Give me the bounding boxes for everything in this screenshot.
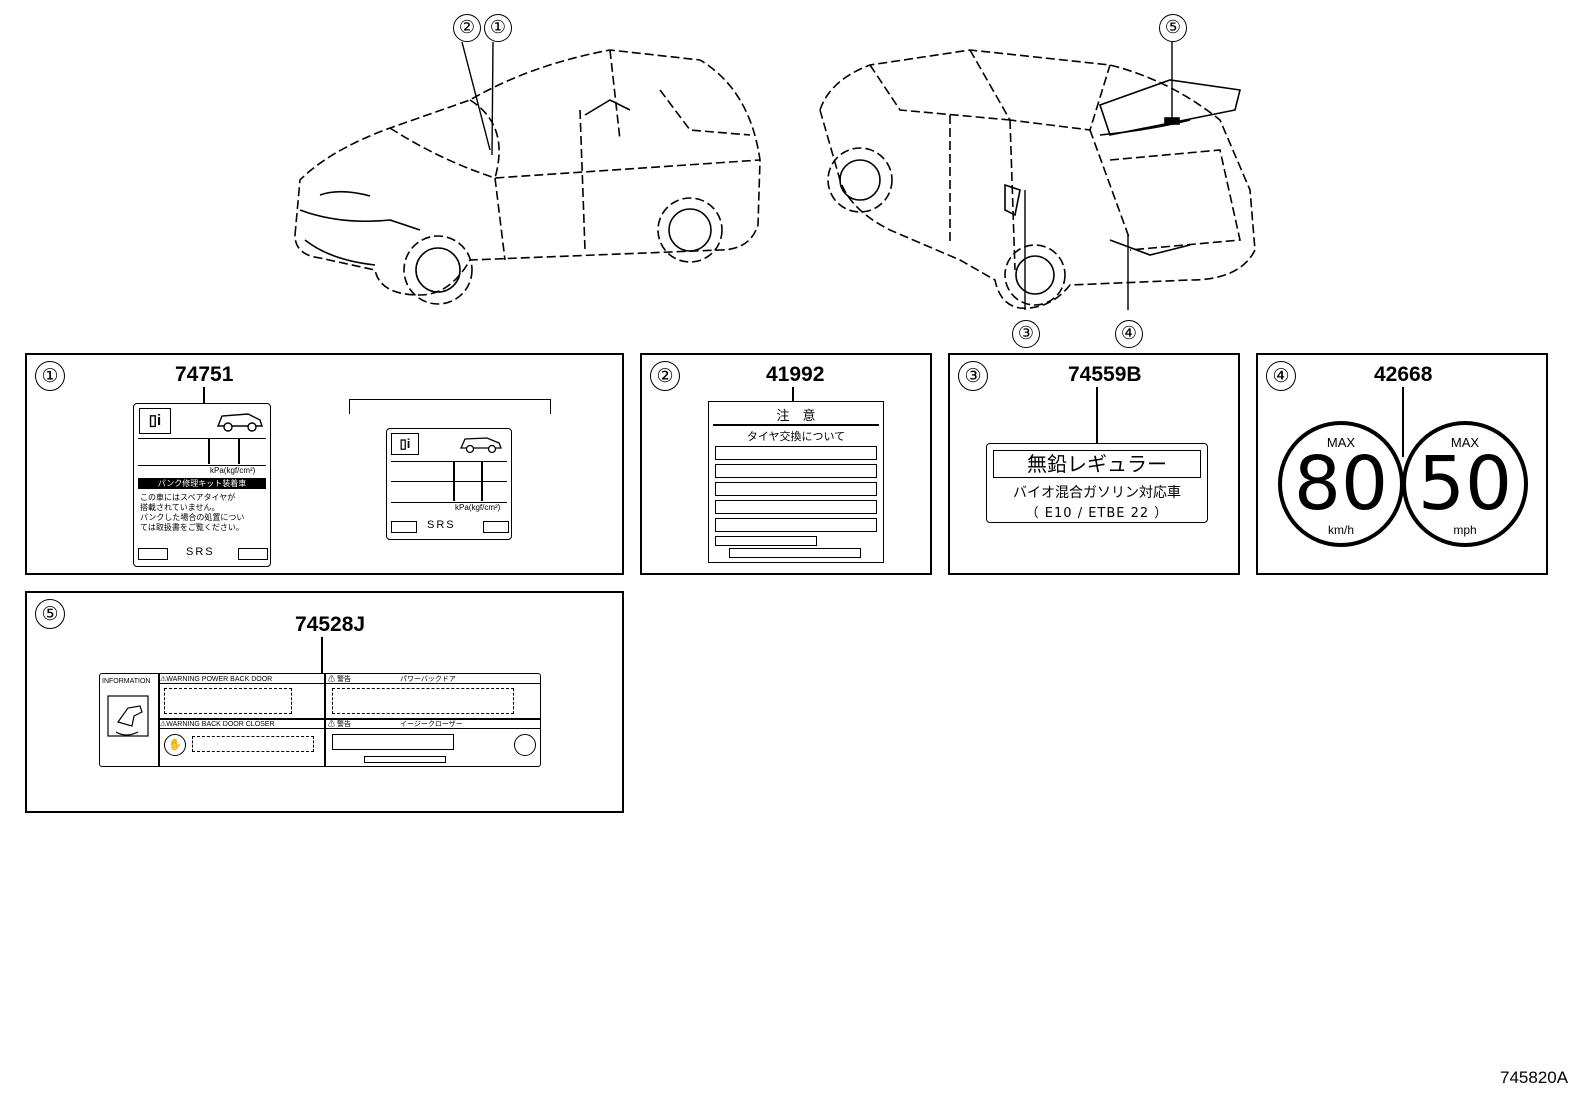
notice-line-2: 搭載されていません。 bbox=[140, 503, 220, 512]
max-text: MAX bbox=[1326, 435, 1356, 450]
vehicle-icon bbox=[459, 437, 502, 454]
unit-mph: mph bbox=[1453, 523, 1477, 537]
speed-value-80: 80 bbox=[1293, 441, 1389, 527]
heading-banner: パンク修理キット装着車 bbox=[138, 478, 266, 489]
panel-1: ① 74751 ▯i kPa(kgf/cm²) パンク修理キット装着車 この車に… bbox=[25, 353, 624, 575]
unit-kmh: km/h bbox=[1327, 523, 1354, 537]
vehicle-icon bbox=[216, 413, 263, 432]
panel-index-5: ⑤ bbox=[35, 599, 65, 629]
warning-jp-2: ⚠ 警告 bbox=[328, 721, 351, 728]
part-number-74751: 74751 bbox=[175, 363, 234, 386]
srs-text: SRS bbox=[427, 519, 456, 531]
callout-3-top[interactable]: ③ bbox=[1012, 320, 1040, 348]
vehicle-rear-view bbox=[819, 42, 1256, 310]
no-hand-icon: ✋ bbox=[164, 734, 186, 756]
manual-book-icon: ▯i bbox=[391, 433, 419, 455]
part-number-74528j: 74528J bbox=[295, 613, 366, 636]
warning-jp-1: ⚠ 警告 bbox=[328, 676, 351, 683]
caution-subtitle: タイヤ交換について bbox=[746, 431, 846, 443]
notice-line-1: この車にはスペアタイヤが bbox=[140, 493, 236, 502]
tire-change-caution-label: 注 意 タイヤ交換について bbox=[708, 401, 884, 563]
unleaded-regular-text: 無鉛レギュラー bbox=[993, 450, 1201, 478]
srs-text: SRS bbox=[186, 546, 215, 558]
leader-line bbox=[203, 387, 205, 403]
max-text: MAX bbox=[1450, 435, 1480, 450]
part-number-74559b: 74559B bbox=[1068, 363, 1142, 386]
power-back-door-label: INFORMATION ⚠WARNING POWER BACK DOOR ⚠ 警… bbox=[99, 673, 541, 767]
part-number-41992: 41992 bbox=[766, 363, 825, 386]
circle-mark bbox=[514, 734, 536, 756]
hand-pressing-icon bbox=[107, 695, 149, 737]
information-header: INFORMATION bbox=[102, 678, 151, 685]
fuel-grade-text: （ E10 / ETBE 22 ） bbox=[1025, 506, 1169, 521]
bracket bbox=[349, 399, 551, 414]
easy-closer-jp: イージークローザー bbox=[400, 721, 463, 728]
speed-limit-sign-mph: MAX 50 mph bbox=[1402, 421, 1528, 547]
callout-2-top[interactable]: ② bbox=[453, 14, 481, 42]
bio-fuel-text: バイオ混合ガソリン対応車 bbox=[1013, 485, 1181, 501]
tire-pressure-label-b: ▯i kPa(kgf/cm²) SRS bbox=[386, 428, 512, 540]
tire-pressure-label-a: ▯i kPa(kgf/cm²) パンク修理キット装着車 この車にはスペアタイヤが… bbox=[133, 403, 271, 567]
caution-title: 注 意 bbox=[776, 408, 816, 423]
panel-2: ② 41992 注 意 タイヤ交換について bbox=[640, 353, 932, 575]
panel-index-4: ④ bbox=[1266, 361, 1296, 391]
part-number-42668: 42668 bbox=[1374, 363, 1433, 386]
diagram-id: 745820A bbox=[1500, 1068, 1569, 1087]
unit-label: kPa(kgf/cm²) bbox=[210, 466, 256, 475]
panel-4: ④ 42668 MAX 80 km/h MAX 50 mph bbox=[1256, 353, 1548, 575]
panel-index-3: ③ bbox=[958, 361, 988, 391]
warning-power-back-door: ⚠WARNING POWER BACK DOOR bbox=[160, 676, 273, 683]
speed-limit-sign-kmh: MAX 80 km/h bbox=[1278, 421, 1404, 547]
notice-line-3: パンクした場合の処置につい bbox=[140, 513, 245, 522]
notice-line-4: ては取扱書をご覧ください。 bbox=[140, 523, 244, 532]
panel-3: ③ 74559B 無鉛レギュラー バイオ混合ガソリン対応車 （ E10 / ET… bbox=[948, 353, 1240, 575]
unit-label: kPa(kgf/cm²) bbox=[455, 503, 501, 512]
callout-5-top[interactable]: ⑤ bbox=[1159, 14, 1187, 42]
manual-book-icon: ▯i bbox=[139, 408, 171, 434]
panel-index-1: ① bbox=[35, 361, 65, 391]
fuel-type-label: 無鉛レギュラー バイオ混合ガソリン対応車 （ E10 / ETBE 22 ） bbox=[986, 443, 1208, 523]
callout-1-top[interactable]: ① bbox=[484, 14, 512, 42]
panel-5: ⑤ 74528J INFORMATION ⚠WARNING POWER BACK… bbox=[25, 591, 624, 813]
panel-index-2: ② bbox=[650, 361, 680, 391]
callout-4-top[interactable]: ④ bbox=[1115, 320, 1143, 348]
power-back-door-jp: パワーバックドア bbox=[400, 676, 456, 683]
speed-value-50: 50 bbox=[1417, 441, 1513, 527]
vehicle-front-view bbox=[294, 41, 761, 305]
warning-back-door-closer: ⚠WARNING BACK DOOR CLOSER bbox=[160, 721, 275, 728]
